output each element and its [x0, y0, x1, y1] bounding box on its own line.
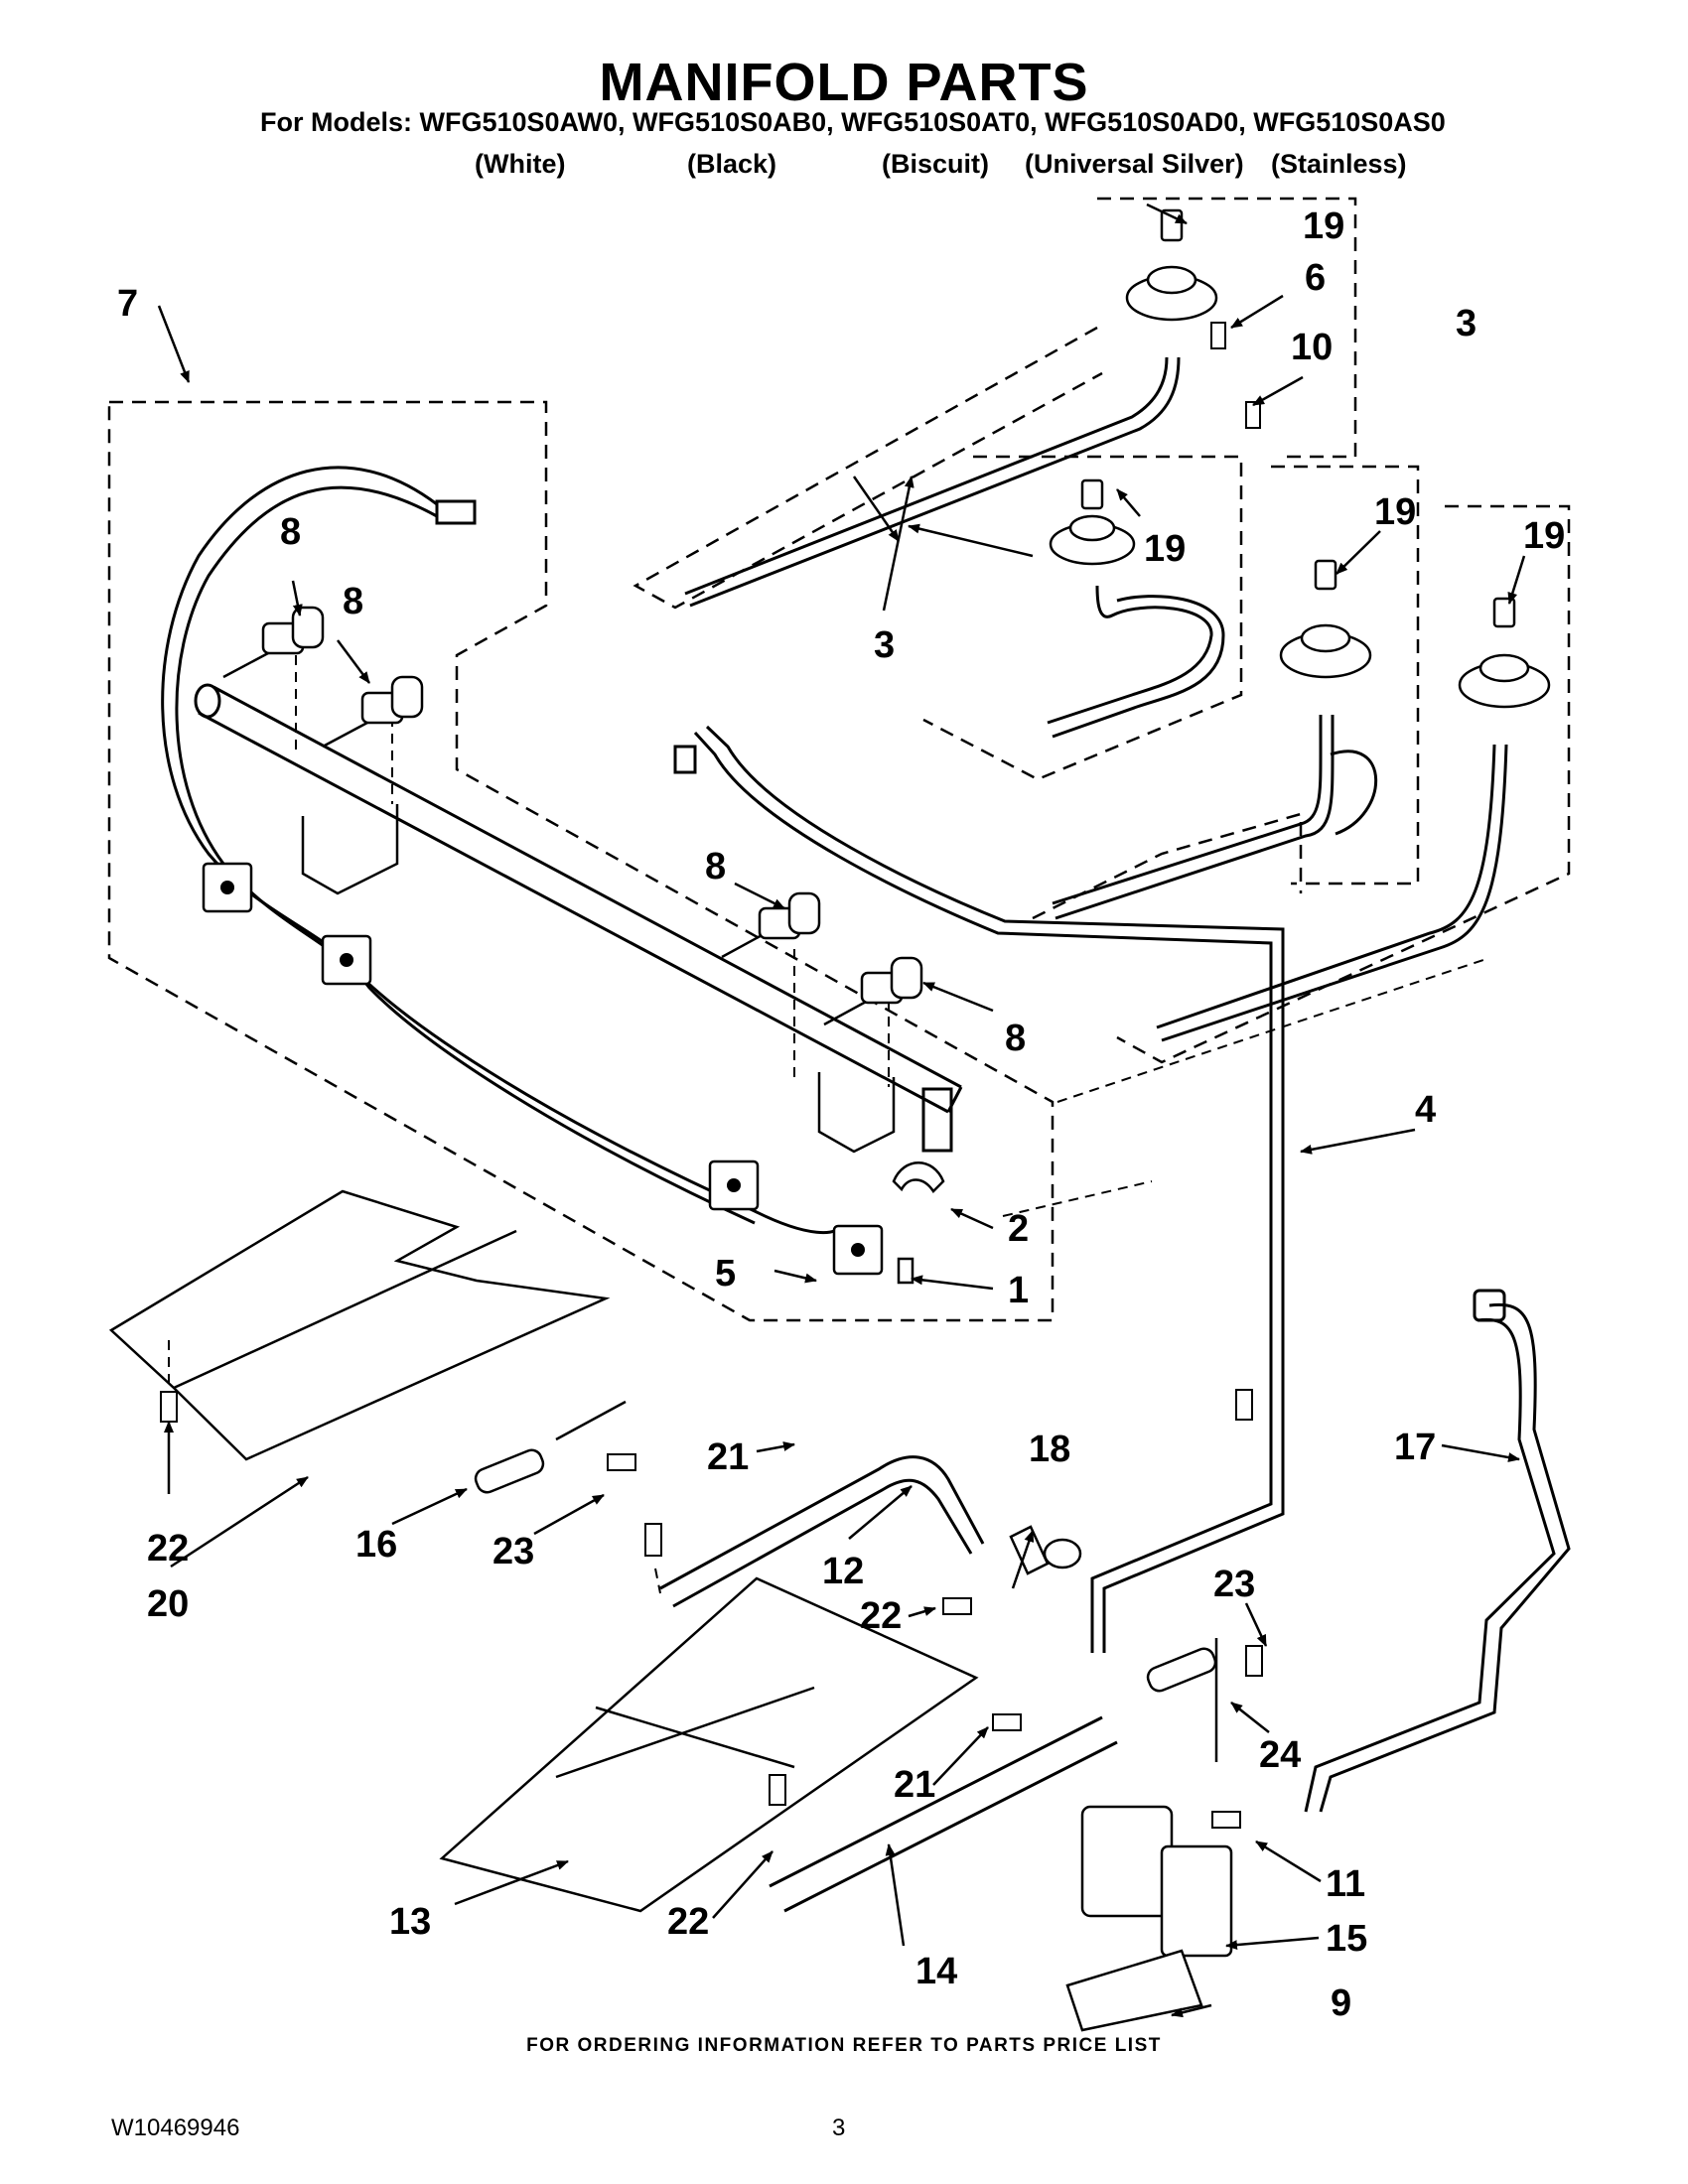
callout-12: 12	[822, 1551, 864, 1592]
models-line: For Models: WFG510S0AW0, WFG510S0AB0, WF…	[260, 107, 1446, 137]
callout-7: 7	[117, 283, 138, 325]
callout-21-a: 21	[707, 1436, 749, 1478]
document-number: W10469946	[111, 2115, 240, 2141]
callout-17: 17	[1394, 1427, 1436, 1468]
ordering-note: FOR ORDERING INFORMATION REFER TO PARTS …	[526, 2035, 1162, 2056]
callout-13: 13	[389, 1901, 431, 1943]
callout-8-b: 8	[343, 581, 363, 622]
callout-23-a: 23	[492, 1531, 534, 1572]
finish-white: (White)	[475, 149, 566, 179]
group-dash-lower-right	[1032, 812, 1303, 920]
callout-21-b: 21	[894, 1764, 935, 1806]
page-number: 3	[832, 2115, 846, 2141]
callout-6: 6	[1305, 257, 1326, 299]
callout-20: 20	[147, 1583, 189, 1625]
finish-stainless: (Stainless)	[1271, 149, 1407, 179]
callout-8-d: 8	[1005, 1018, 1026, 1059]
callout-15: 15	[1326, 1918, 1367, 1960]
callout-4: 4	[1415, 1089, 1436, 1131]
group-dash-top-right-valve	[633, 326, 1103, 610]
group-box-top-right-valve	[1097, 197, 1357, 459]
finish-black: (Black)	[687, 149, 777, 179]
callout-9: 9	[1331, 1982, 1351, 2024]
callout-19-c: 19	[1523, 515, 1565, 557]
callout-22-c: 22	[667, 1901, 709, 1943]
callout-5: 5	[715, 1253, 736, 1295]
page-title: MANIFOLD PARTS	[599, 53, 1089, 112]
group-box-manifold	[107, 400, 1055, 1322]
group-box-right-valve-2	[1116, 504, 1571, 1064]
callout-11: 11	[1326, 1863, 1365, 1905]
group-box-center-valve	[922, 455, 1243, 781]
callout-19-b: 19	[1374, 491, 1416, 533]
callout-3-lower: 3	[874, 624, 895, 666]
callout-22-a: 22	[147, 1528, 189, 1570]
callout-24: 24	[1259, 1734, 1301, 1776]
callout-3-upper: 3	[1456, 303, 1477, 344]
finish-universal-silver: (Universal Silver)	[1025, 149, 1244, 179]
callout-18: 18	[1029, 1429, 1070, 1470]
callout-23-b: 23	[1213, 1564, 1255, 1605]
callout-2: 2	[1008, 1208, 1029, 1250]
callout-14: 14	[915, 1951, 957, 1992]
callout-1: 1	[1008, 1270, 1029, 1311]
callout-10: 10	[1291, 327, 1333, 368]
callout-16: 16	[355, 1524, 397, 1566]
group-box-right-valve-1	[1271, 465, 1420, 886]
callout-19-a: 19	[1144, 528, 1186, 570]
callout-8-c: 8	[705, 846, 726, 887]
finish-biscuit: (Biscuit)	[882, 149, 989, 179]
callout-22-b: 22	[860, 1595, 902, 1637]
callout-19-d: 19	[1303, 205, 1344, 247]
callout-8-a: 8	[280, 511, 301, 553]
